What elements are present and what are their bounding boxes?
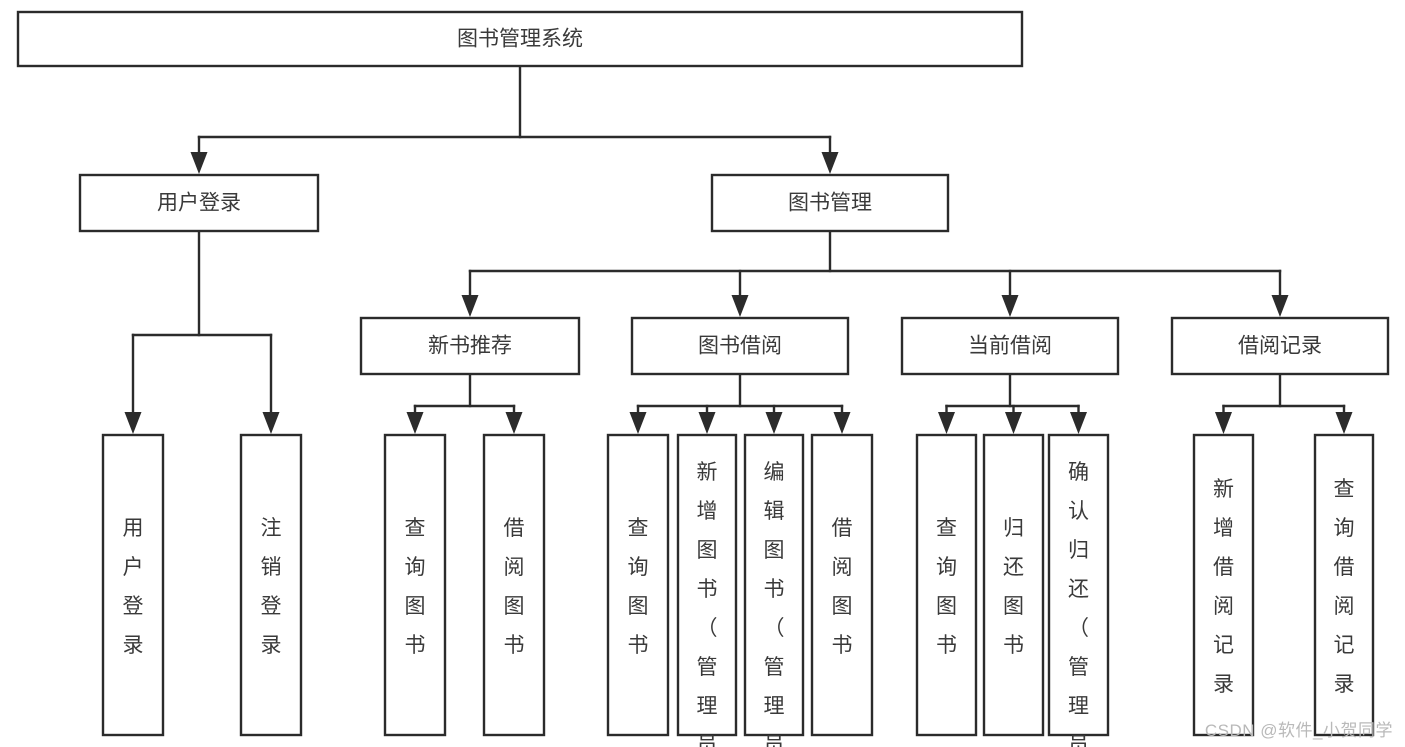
node-label: 查询图书 <box>936 517 957 657</box>
node-label: 借阅记录 <box>1238 335 1322 358</box>
node-label: 编辑图书（管理员） <box>764 461 785 747</box>
node-leaf-edit-book[interactable]: 编辑图书（管理员） <box>743 433 805 747</box>
node-current-borrow[interactable]: 当前借阅 <box>900 316 1120 376</box>
node-label: 确认归还（管理员） <box>1068 461 1089 747</box>
connector-user_login <box>124 229 280 434</box>
node-label: 借阅图书 <box>832 517 853 657</box>
node-leaf-user-login[interactable]: 用户登录 <box>101 433 165 737</box>
connector-root <box>190 64 839 174</box>
node-leaf-query-record[interactable]: 查询借阅记录 <box>1313 433 1375 737</box>
node-label: 查询借阅记录 <box>1334 478 1355 696</box>
node-borrow-record[interactable]: 借阅记录 <box>1170 316 1390 376</box>
connector-book_manage <box>461 229 1289 317</box>
node-user-login[interactable]: 用户登录 <box>78 173 320 233</box>
node-label: 归还图书 <box>1003 517 1024 657</box>
node-layer: 图书管理系统用户登录图书管理新书推荐图书借阅当前借阅借阅记录用户登录注销登录查询… <box>16 10 1390 747</box>
node-label: 新增借阅记录 <box>1213 478 1234 696</box>
node-label: 查询图书 <box>628 517 649 657</box>
node-label: 新增图书（管理员） <box>697 461 718 747</box>
node-label: 当前借阅 <box>968 335 1052 358</box>
connector-layer <box>124 64 1353 434</box>
node-label: 借阅图书 <box>504 517 525 657</box>
node-book-manage[interactable]: 图书管理 <box>710 173 950 233</box>
node-new-book-rec[interactable]: 新书推荐 <box>359 316 581 376</box>
node-leaf-add-record[interactable]: 新增借阅记录 <box>1192 433 1255 737</box>
node-label: 用户登录 <box>157 192 241 215</box>
node-leaf-query-book-1[interactable]: 查询图书 <box>383 433 447 737</box>
connector-book_borrow <box>629 372 851 434</box>
node-leaf-query-book-3[interactable]: 查询图书 <box>915 433 978 737</box>
watermark-label: CSDN @软件_小贺同学 <box>1204 721 1393 740</box>
node-label: 图书管理 <box>788 192 872 215</box>
node-leaf-query-book-2[interactable]: 查询图书 <box>606 433 670 737</box>
node-leaf-borrow-book-1[interactable]: 借阅图书 <box>482 433 546 737</box>
connector-new_book_rec <box>406 372 523 434</box>
node-leaf-add-book[interactable]: 新增图书（管理员） <box>676 433 738 747</box>
node-book-borrow[interactable]: 图书借阅 <box>630 316 850 376</box>
connector-borrow_record <box>1215 372 1353 434</box>
node-leaf-logout[interactable]: 注销登录 <box>239 433 303 737</box>
node-leaf-confirm-return[interactable]: 确认归还（管理员） <box>1047 433 1110 747</box>
node-label: 用户登录 <box>123 517 144 657</box>
node-label: 新书推荐 <box>428 335 512 358</box>
connector-current_borrow <box>938 372 1087 434</box>
node-label: 查询图书 <box>405 517 426 657</box>
node-label: 图书管理系统 <box>457 28 583 51</box>
node-label: 图书借阅 <box>698 335 782 358</box>
node-label: 注销登录 <box>261 517 282 657</box>
node-leaf-return-book[interactable]: 归还图书 <box>982 433 1045 737</box>
node-leaf-borrow-book-2[interactable]: 借阅图书 <box>810 433 874 737</box>
node-root[interactable]: 图书管理系统 <box>16 10 1024 68</box>
